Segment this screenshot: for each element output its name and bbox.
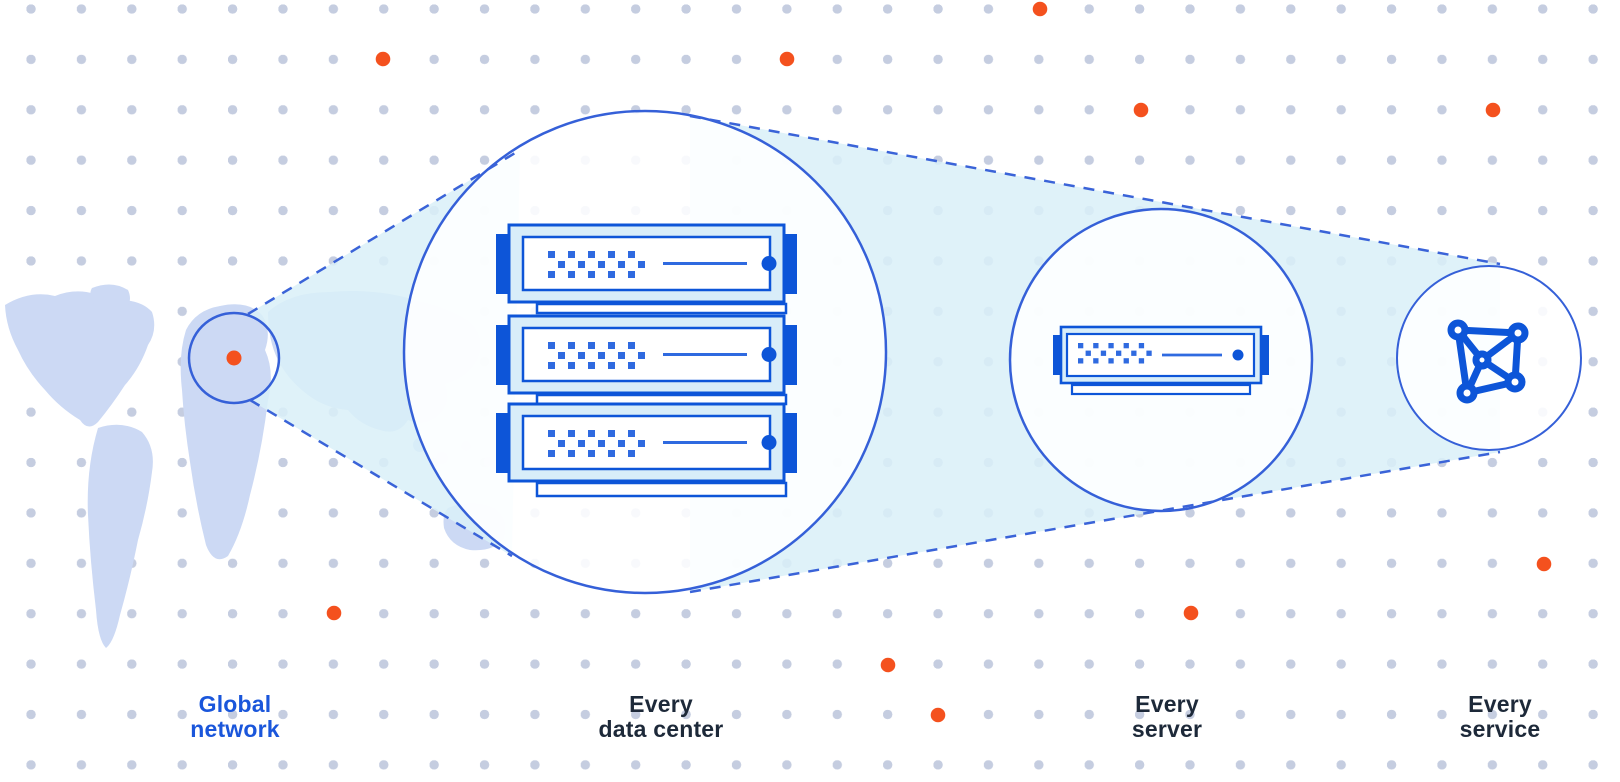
label-every-service: Every service <box>1460 692 1541 742</box>
server-unit-icon <box>496 314 797 406</box>
label-every-data-center: Every data center <box>599 692 724 742</box>
dashed-connector-lines <box>247 114 1501 594</box>
label-line: Every <box>1135 691 1199 717</box>
label-line: network <box>190 716 280 742</box>
dashed-connector-line <box>689 450 1501 594</box>
server-icon <box>1053 325 1269 396</box>
label-global-network: Global network <box>190 692 280 742</box>
orange-dot <box>779 51 795 67</box>
global-network-circle <box>187 311 281 405</box>
label-every-server: Every server <box>1132 692 1202 742</box>
orange-dot <box>1133 102 1149 118</box>
server-unit-icon <box>496 402 797 498</box>
orange-dot <box>1485 102 1501 118</box>
orange-dot <box>930 707 946 723</box>
orange-dot <box>1536 556 1552 572</box>
label-line: server <box>1131 716 1203 742</box>
label-line: data center <box>598 716 724 742</box>
label-line: service <box>1459 716 1541 742</box>
label-line: Every <box>629 691 693 717</box>
network-mesh-icon <box>1447 319 1529 404</box>
label-line: Every <box>1468 691 1532 717</box>
location-marker-dot <box>226 350 242 366</box>
dashed-connector-line <box>247 148 521 316</box>
dashed-connector-line <box>689 114 1501 266</box>
label-line: Global <box>198 691 272 717</box>
server-unit-icon <box>496 223 797 315</box>
orange-accent-dots <box>326 1 1552 723</box>
orange-dot <box>375 51 391 67</box>
orange-dot <box>880 657 896 673</box>
datacenter-rack-icon <box>496 223 797 498</box>
orange-dot <box>1032 1 1048 17</box>
dashed-connector-line <box>249 398 513 558</box>
orange-dot <box>1183 605 1199 621</box>
orange-dot <box>326 605 342 621</box>
